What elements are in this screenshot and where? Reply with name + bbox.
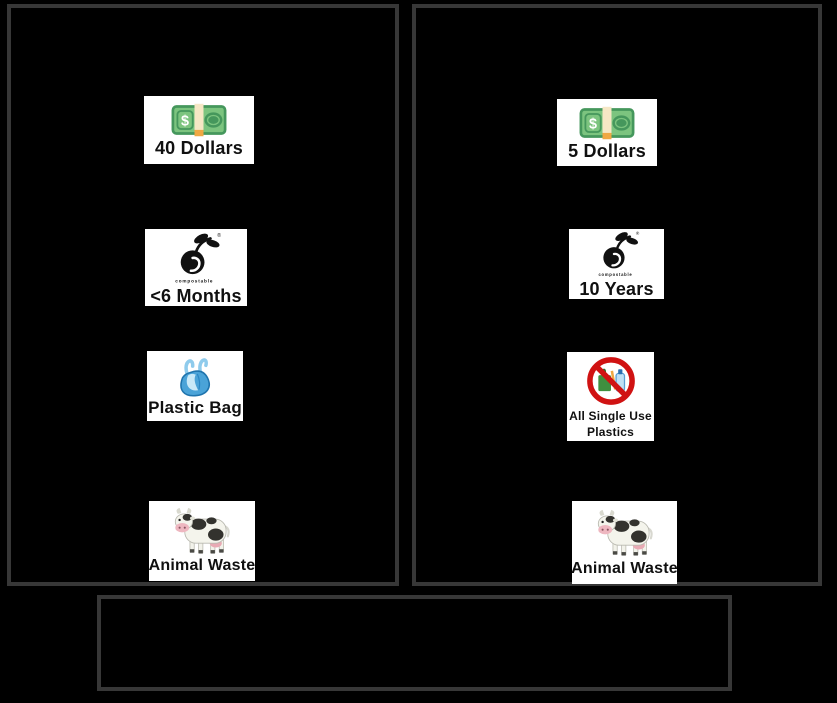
right-money-label: 5 Dollars xyxy=(568,140,646,161)
left-money-label: 40 Dollars xyxy=(154,138,244,159)
left-material-card: Plastic Bag xyxy=(147,351,243,421)
money-banknote-icon xyxy=(578,105,636,141)
right-material-card: All Single Use Plastics xyxy=(567,352,654,441)
right-panel: 5 Dollars 10 Years All Single Use Plasti… xyxy=(412,4,822,586)
right-waste-label: Animal Waste xyxy=(571,559,678,577)
right-waste-card: Animal Waste xyxy=(571,501,678,584)
no-single-use-plastics-icon xyxy=(584,354,638,408)
bottom-note-box xyxy=(97,595,732,691)
right-material-label-line2: Plastics xyxy=(587,424,634,439)
left-waste-card: Animal Waste xyxy=(149,501,255,581)
left-panel: 40 Dollars <6 Months Plastic Bag Animal … xyxy=(7,4,399,586)
left-material-label: Plastic Bag xyxy=(148,397,242,417)
money-banknote-icon xyxy=(170,102,228,138)
compostable-logo-icon xyxy=(170,230,222,286)
left-decompose-card: <6 Months xyxy=(145,229,247,306)
left-money-card: 40 Dollars xyxy=(144,96,254,164)
compostable-logo-icon xyxy=(593,229,641,279)
right-decompose-label: 10 Years xyxy=(579,279,654,300)
plastic-bag-icon xyxy=(171,356,219,398)
left-decompose-label: <6 Months xyxy=(150,285,242,306)
right-decompose-card: 10 Years xyxy=(569,229,664,299)
left-waste-label: Animal Waste xyxy=(148,557,256,575)
cow-icon xyxy=(171,507,233,557)
right-material-label-line1: All Single Use xyxy=(569,408,652,423)
right-money-card: 5 Dollars xyxy=(557,99,657,166)
cow-icon xyxy=(594,508,656,560)
